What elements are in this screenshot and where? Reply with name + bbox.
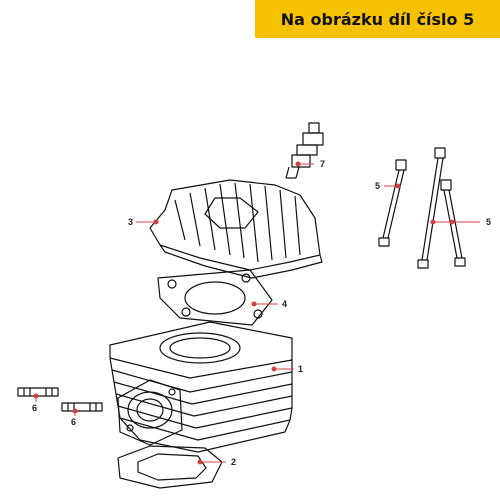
callout-label-6b: 6 <box>71 417 76 427</box>
stud-bolts-drawing <box>378 147 466 269</box>
callout-label-2: 2 <box>231 457 236 467</box>
callout-dot-7 <box>295 161 301 167</box>
callout-dot-1 <box>271 366 277 372</box>
callout-label-3: 3 <box>128 217 133 227</box>
callout-label-7: 7 <box>320 159 325 169</box>
part-number-banner: Na obrázku díl číslo 5 <box>255 0 500 38</box>
short-studs-drawing <box>17 387 103 412</box>
base-gasket-drawing <box>117 445 223 489</box>
callout-dot-5a <box>395 183 401 189</box>
callout-dot-4 <box>251 301 257 307</box>
callout-dot-6b <box>72 408 78 414</box>
callout-label-1: 1 <box>298 364 303 374</box>
head-gasket-drawing <box>157 269 273 326</box>
callout-label-6a: 6 <box>32 403 37 413</box>
callout-label-5a: 5 <box>375 181 380 191</box>
callout-label-5b: 5 <box>486 217 491 227</box>
callout-dot-2 <box>197 459 203 465</box>
cylinder-head-drawing <box>149 179 323 279</box>
callout-dot-5c <box>449 219 455 225</box>
banner-text: Na obrázku díl číslo 5 <box>280 9 475 29</box>
spark-plug-drawing <box>285 122 324 179</box>
callout-label-4: 4 <box>282 299 287 309</box>
callout-dot-3 <box>153 219 159 225</box>
callout-dot-6a <box>33 393 39 399</box>
cylinder-drawing <box>109 321 293 453</box>
callout-dot-5b <box>430 219 436 225</box>
